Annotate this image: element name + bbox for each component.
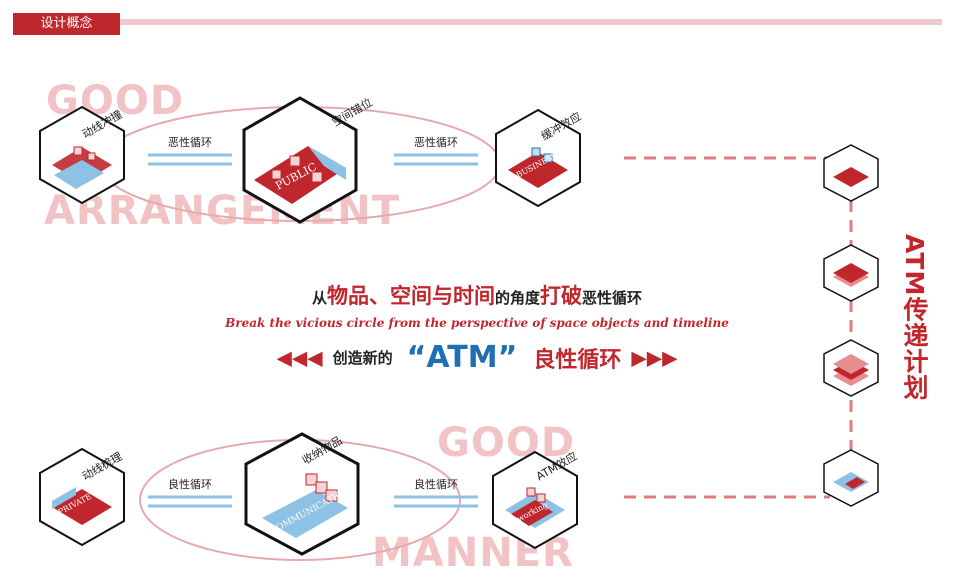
main-headline-cn: 从物品、空间与时间的角度打破恶性循环	[0, 280, 954, 310]
headline-mid: 的角度	[494, 289, 540, 307]
bottom-box-1: PRIVATE	[39, 447, 125, 547]
top-arrow-2	[394, 153, 478, 166]
headline-red-2: 打破	[540, 284, 582, 308]
side-box-3	[823, 339, 879, 397]
top-arrow-1-label: 恶性循环	[168, 136, 212, 149]
headline-red-1: 物品、空间与时间	[326, 284, 495, 308]
atm-slogan: ◀◀◀ 创造新的 “ATM” 良性循环 ▶▶▶	[0, 340, 954, 375]
bottom-box-2: COMMUNICATION	[244, 432, 360, 556]
top-box-2: PUBLIC	[242, 96, 358, 224]
top-arrow-2-label: 恶性循环	[414, 136, 458, 149]
side-box-2	[823, 244, 879, 302]
slogan-pre: 创造新的	[332, 349, 393, 367]
top-box-1	[39, 105, 125, 205]
bottom-box-3: working	[492, 450, 578, 550]
slogan-atm: “ATM”	[406, 340, 518, 375]
section-tag: 设计概念	[13, 13, 120, 35]
side-box-1	[823, 144, 879, 202]
main-headline-en: Break the vicious circle from the perspe…	[225, 316, 729, 330]
slogan-post: 良性循环	[533, 347, 622, 373]
side-box-4	[823, 449, 879, 507]
headline-pre: 从	[311, 289, 327, 307]
top-arrow-1	[148, 153, 232, 166]
bottom-arrow-1	[148, 495, 232, 508]
chevrons-left-icon: ◀◀◀	[276, 345, 323, 370]
bottom-arrow-2	[394, 495, 478, 508]
headline-post: 恶性循环	[582, 289, 643, 307]
bottom-arrow-2-label: 良性循环	[414, 478, 458, 491]
bottom-arrow-1-label: 良性循环	[168, 478, 212, 491]
chevrons-right-icon: ▶▶▶	[631, 345, 678, 370]
top-box-3: BUSINESS	[495, 108, 581, 208]
header-rule	[120, 19, 942, 25]
ghost-word-good-bottom: GOOD	[437, 420, 576, 466]
side-title: ATM传递计划	[900, 234, 929, 401]
